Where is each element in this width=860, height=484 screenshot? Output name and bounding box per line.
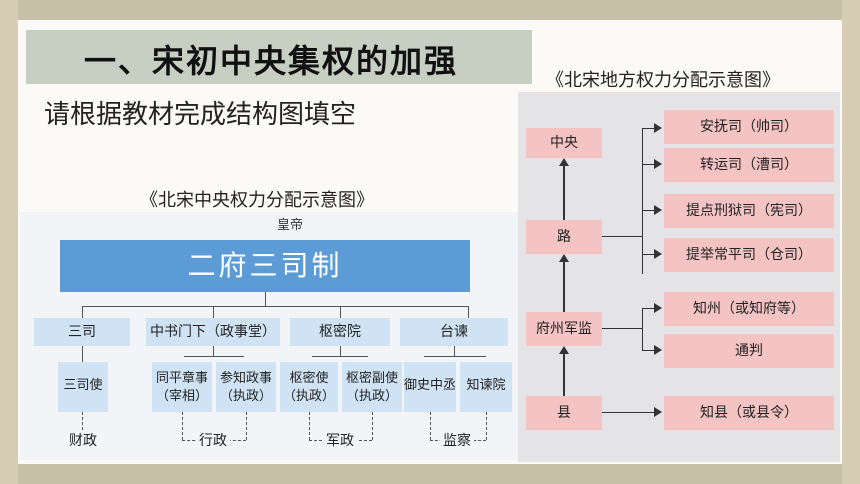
dashed-connector — [309, 412, 310, 440]
connector-line — [642, 308, 643, 350]
connector-line — [642, 128, 643, 274]
official-title: 知谏院 — [466, 378, 506, 393]
arrow-up-icon — [559, 254, 569, 262]
connector-line — [340, 346, 341, 356]
arrow-right-icon — [654, 205, 662, 215]
connector-line — [642, 128, 656, 129]
decorative-border-top — [0, 0, 860, 20]
connector-line — [563, 354, 565, 396]
connector-line — [82, 346, 83, 362]
function-label-administration: 行政 — [196, 430, 230, 450]
connector-line — [642, 254, 656, 255]
connector-line — [563, 262, 565, 312]
connector-line — [424, 356, 486, 357]
function-label-supervision: 监察 — [440, 430, 474, 450]
office-box-tongpan: 通判 — [664, 334, 834, 368]
local-power-diagram: 中央 路 府州军监 县 安抚司（帅司） 转运司（漕司） 提点刑狱司（宪司） 提举… — [518, 92, 840, 462]
official-box: 知谏院 — [460, 362, 512, 412]
official-box: 御史中丞 — [404, 362, 456, 412]
official-box: 枢密使 （执政） — [280, 362, 338, 412]
office-box-tidianxingyusi: 提点刑狱司（宪司） — [664, 194, 834, 228]
level-box-prefecture: 府州军监 — [526, 312, 602, 346]
function-label-finance: 财政 — [66, 430, 100, 450]
official-title: 枢密使 — [289, 371, 329, 386]
decorative-border-bottom — [0, 464, 860, 484]
office-box-tijuchangpingsi: 提举常平司（仓司） — [664, 238, 834, 272]
central-diagram-caption: 《北宋中央权力分配示意图》 — [140, 190, 374, 211]
function-label-military: 军政 — [323, 430, 357, 450]
connector-line — [563, 166, 565, 220]
connector-line — [602, 328, 642, 329]
dept-box-taijian: 台谏 — [400, 318, 508, 346]
connector-line — [213, 306, 214, 318]
decorative-border-left — [0, 0, 18, 484]
banner-two-fu-three-si: 二府三司制 — [60, 240, 470, 292]
connector-line — [184, 356, 244, 357]
connector-line — [602, 412, 656, 413]
office-box-zhixian: 知县（或县令） — [664, 396, 834, 430]
official-title: 枢密副使 — [345, 371, 398, 386]
level-box-central: 中央 — [526, 128, 602, 158]
dashed-connector — [82, 412, 83, 430]
local-diagram-caption: 《北宋地方权力分配示意图》 — [546, 70, 780, 91]
central-power-diagram: 皇帝 二府三司制 三司 中书门下（政事堂） 枢密院 台谏 三司使 同平章事 （宰… — [20, 212, 518, 460]
official-title: 三司使 — [63, 378, 103, 393]
level-box-county: 县 — [526, 396, 602, 430]
arrow-right-icon — [654, 345, 662, 355]
dept-box-shumiyuan: 枢密院 — [290, 318, 390, 346]
official-box: 枢密副使 （执政） — [342, 362, 402, 412]
connector-line — [82, 306, 468, 307]
office-box-anfusi: 安抚司（帅司） — [664, 110, 834, 144]
connector-line — [213, 346, 214, 356]
official-title: 参知政事 — [219, 371, 272, 386]
official-box: 三司使 — [58, 362, 108, 412]
arrow-right-icon — [654, 303, 662, 313]
connector-line — [312, 356, 368, 357]
official-box: 参知政事 （执政） — [216, 362, 276, 412]
dashed-connector — [430, 412, 431, 440]
official-title: 同平章事 — [155, 371, 208, 386]
connector-line — [642, 210, 656, 211]
official-rank: （宰相） — [155, 389, 208, 404]
dept-box-zhongshu: 中书门下（政事堂） — [146, 318, 280, 346]
title-bar — [26, 30, 532, 84]
office-box-zhuanyunsi: 转运司（漕司） — [664, 148, 834, 182]
connector-line — [454, 346, 455, 356]
connector-line — [602, 236, 642, 237]
connector-line — [265, 292, 266, 306]
official-rank: （执政） — [282, 389, 335, 404]
emperor-label: 皇帝 — [276, 218, 303, 233]
official-title: 御史中丞 — [404, 378, 457, 393]
office-box-zhizhou: 知州（或知府等） — [664, 292, 834, 326]
level-box-lu: 路 — [526, 220, 602, 254]
official-rank: （执政） — [345, 389, 398, 404]
arrow-right-icon — [654, 407, 662, 417]
dashed-connector — [372, 412, 373, 440]
slide-subtitle: 请根据教材完成结构图填空 — [44, 100, 357, 130]
connector-line — [468, 306, 469, 318]
connector-line — [642, 308, 656, 309]
arrow-right-icon — [654, 249, 662, 259]
dashed-connector — [182, 412, 183, 440]
connector-line — [642, 350, 656, 351]
connector-line — [642, 164, 656, 165]
official-box: 同平章事 （宰相） — [152, 362, 212, 412]
arrow-right-icon — [654, 123, 662, 133]
slide-title: 一、宋初中央集权的加强 — [84, 42, 459, 80]
dashed-connector — [246, 412, 247, 440]
official-rank: （执政） — [219, 389, 272, 404]
connector-line — [340, 306, 341, 318]
arrow-up-icon — [559, 346, 569, 354]
connector-line — [82, 306, 83, 318]
dashed-connector — [486, 412, 487, 440]
arrow-right-icon — [654, 159, 662, 169]
dept-box-sansi: 三司 — [34, 318, 130, 346]
arrow-up-icon — [559, 158, 569, 166]
decorative-border-right — [842, 0, 860, 484]
